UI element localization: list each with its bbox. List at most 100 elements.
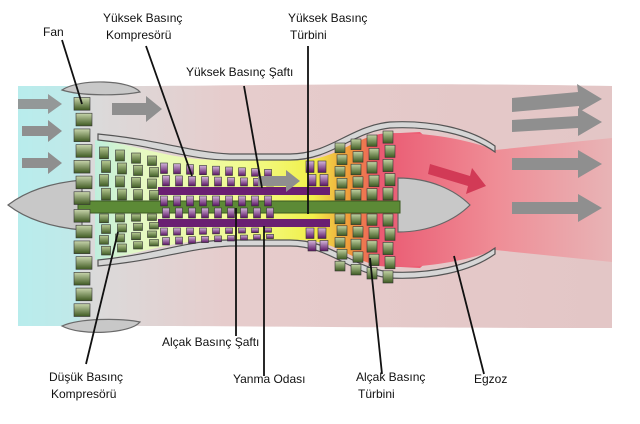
fan-blade <box>75 175 93 190</box>
core-casing-top <box>97 121 496 161</box>
label-lp-shaft: Alçak Basınç Şaftı <box>162 335 259 349</box>
lp-compressor-blade <box>117 188 127 201</box>
hp-compressor-blade <box>175 175 183 187</box>
lp-turbine-blades <box>334 130 396 284</box>
hp-compressor-blade <box>160 162 168 174</box>
hp-turbine-blade <box>305 227 315 239</box>
hp-compressor-blade <box>225 166 233 176</box>
label-fan: Fan <box>43 25 64 39</box>
arrow-hot-gas <box>428 164 486 194</box>
lp-compressor-blade <box>101 224 111 234</box>
fan-blade <box>75 256 93 270</box>
leader-lp-compressor <box>85 231 119 365</box>
hp-compressor-blade <box>175 207 183 219</box>
hp-compressor-blade <box>201 176 209 187</box>
lp-compressor-blade <box>117 243 127 253</box>
arrow-intake-3 <box>18 94 62 114</box>
hp-compressor-blade <box>201 236 209 243</box>
lp-turbine-blade <box>334 260 346 272</box>
lp-turbine-blade <box>352 151 364 163</box>
fan-blade <box>73 209 91 223</box>
arrow-exhaust-2 <box>512 108 602 136</box>
lp-compressor-blade <box>115 213 125 223</box>
lp-compressor-blade <box>149 222 159 230</box>
lp-turbine-blade <box>382 187 394 201</box>
hp-compressor-blade <box>214 207 222 219</box>
label-hp-compressor-line2: Kompresörü <box>106 28 171 42</box>
lp-compressor-blade <box>147 230 157 238</box>
hp-compressor-blade <box>251 227 259 233</box>
lp-turbine-blade <box>352 251 364 263</box>
hp-compressor-blade <box>186 227 194 235</box>
hp-compressor-blade <box>188 207 196 219</box>
hp-compressor-blade <box>162 237 170 246</box>
lp-turbine-blade <box>368 253 380 266</box>
lp-turbine-blade <box>368 148 380 161</box>
label-lp-turbine-line2: Türbini <box>358 387 395 401</box>
lp-turbine-blade <box>350 238 362 251</box>
lp-compressor-blade <box>131 213 141 222</box>
hp-compressor-blade <box>188 176 196 187</box>
fan-blade <box>75 112 93 127</box>
hp-compressor-blade <box>240 207 248 219</box>
lp-compressor-blade <box>149 239 159 247</box>
hp-compressor-blade <box>240 234 248 241</box>
hp-turbine-blade <box>307 240 317 252</box>
lp-turbine-blade <box>350 189 362 201</box>
leader-lp-turbine <box>369 257 383 375</box>
arrow-exhaust-3 <box>512 150 602 178</box>
nacelle-bottom <box>60 318 142 333</box>
hp-compressor-blade <box>212 195 220 207</box>
hp-compressor-blade <box>173 163 181 175</box>
lp-compressor-blade <box>117 162 127 175</box>
hp-compressor-blade <box>199 195 207 207</box>
arrow-exhaust-1 <box>512 84 602 112</box>
hp-compressor-blades <box>160 162 274 246</box>
lp-turbine-blade <box>350 163 362 176</box>
hp-compressor-blade <box>225 195 233 207</box>
label-lp-compressor-line2: Kompresörü <box>51 387 116 401</box>
lp-turbine-blade <box>368 174 380 187</box>
lp-compressor-blade <box>147 213 157 221</box>
lp-turbine-blade <box>336 249 348 260</box>
hp-turbine-blade <box>307 174 317 187</box>
lp-turbine-blade <box>334 213 346 225</box>
fan-blade <box>73 240 91 254</box>
lp-compressor-blade <box>149 167 159 178</box>
lp-turbine-blade <box>336 225 348 236</box>
lp-compressor-blade <box>115 149 125 162</box>
hp-compressor-blade <box>266 207 274 219</box>
lp-compressor-blade <box>101 245 111 256</box>
lp-compressor-blade <box>147 178 157 189</box>
hp-compressor-blade <box>214 235 222 243</box>
lp-turbine-blade <box>334 166 346 177</box>
lp-compressor-blade <box>133 241 143 250</box>
hp-compressor-blade <box>173 227 181 236</box>
hp-compressor-blade <box>238 195 246 207</box>
leader-fan <box>61 39 83 105</box>
lp-turbine-blade <box>382 270 394 284</box>
lp-turbine-blade <box>368 227 380 240</box>
hp-compressor-blade <box>264 227 272 233</box>
hp-compressor-blade <box>175 236 183 245</box>
hp-compressor-blade <box>225 227 233 234</box>
hp-compressor-blade <box>238 227 246 234</box>
label-hp-turbine-line1: Yüksek Basınç <box>288 11 367 25</box>
lp-compressor-blade <box>133 164 143 176</box>
fan-blade <box>73 272 91 286</box>
lp-turbine-blade <box>382 242 394 255</box>
lp-turbine-blade <box>382 159 394 172</box>
lp-turbine-blade <box>384 256 396 270</box>
arrow-intake-1 <box>22 120 62 142</box>
hp-turbine-blade <box>305 160 315 173</box>
hp-turbine-blade <box>317 160 327 173</box>
lp-compressor-blade <box>99 174 109 187</box>
lp-compressor-blade <box>101 160 111 173</box>
lp-compressor-blade <box>131 152 141 164</box>
hp-shaft-lower <box>158 219 330 227</box>
hp-shaft <box>158 187 330 195</box>
hp-turbine-blade <box>319 240 329 252</box>
lp-compressor-blade <box>147 155 157 166</box>
hp-compressor-blade <box>162 175 170 187</box>
